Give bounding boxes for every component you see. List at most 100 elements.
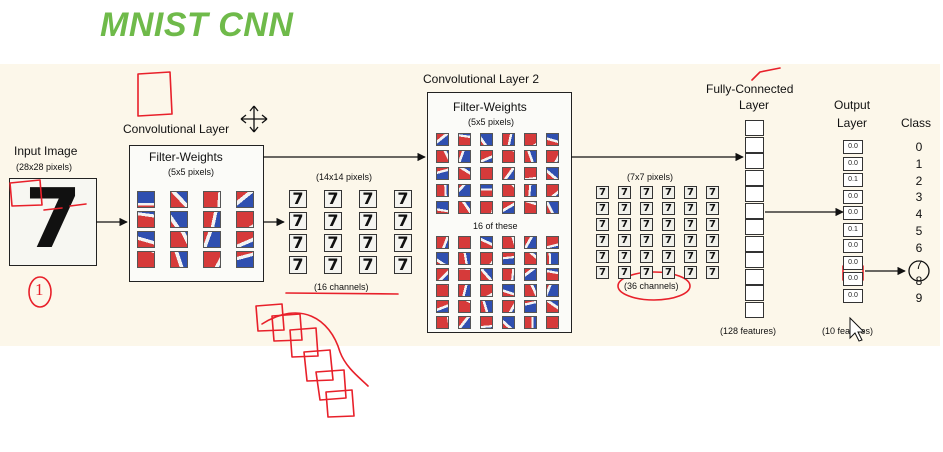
red-annotations [9,67,864,418]
fc-label-line1: Fully-Connected [706,82,794,96]
conv2-filter-tile [480,236,493,249]
conv1-filter-tile [170,231,188,248]
conv2-feature-map: 7 [662,234,675,247]
class-item: 4 [915,207,923,222]
conv2-filter-tile [436,167,449,180]
output-neuron: 0.0 [843,255,863,270]
conv2-filter-tile [524,150,537,163]
output-label-line2: Layer [837,116,868,130]
conv2-of-these: 16 of these [473,221,518,231]
conv2-feature-map: 7 [596,218,609,231]
conv1-feature-map: 7 [394,190,412,208]
class-item: 1 [915,156,923,171]
class-item: 7 [915,257,923,272]
conv1-filter-tile [137,191,155,208]
conv2-feature-map: 7 [706,202,719,215]
conv2-feature-map: 7 [618,202,631,215]
conv2-filter-tile [502,184,515,197]
conv1-filter-tile [170,191,188,208]
conv2-filter-tile [480,284,493,297]
conv2-filter-tile [546,252,559,265]
conv2-filter-tile [458,284,471,297]
conv2-feature-map: 7 [618,266,631,279]
conv2-feature-map: 7 [640,218,653,231]
conv2-filter-tile [436,252,449,265]
conv2-feature-map: 7 [596,202,609,215]
conv2-filter-tile [458,300,471,313]
fc-features: (128 features) [720,326,777,336]
class-item: 0 [915,140,923,154]
conv2-feature-map: 7 [662,202,675,215]
fc-neuron [745,252,764,268]
conv2-filter-tile [524,300,537,313]
conv2-feature-map: 7 [640,250,653,263]
fc-neuron [745,301,764,318]
conv1-filter-tile [203,251,221,268]
output-neuron: 0.1 [843,173,863,187]
annotation-stack-6 [325,389,355,418]
conv2-filter-tile [436,236,449,249]
conv2-filter-tile [436,201,449,214]
annotation-stack-5 [315,369,347,401]
conv2-filter-tile [546,133,559,146]
annotation-circle-36ch [617,271,691,301]
cursor-icons [240,105,866,342]
class-item: 6 [915,240,923,255]
conv2-filter-tile [480,167,493,180]
fc-neuron [745,202,764,219]
conv2-feature-map: 7 [706,250,719,263]
conv1-filter-tile [137,211,155,228]
conv2-filter-tile [502,167,515,180]
conv1-feature-map: 7 [324,212,342,230]
fc-neuron [745,268,764,285]
conv2-feature-map: 7 [684,234,697,247]
conv2-feature-map: 7 [706,266,719,279]
output-neuron: 0.0 [843,189,863,204]
conv2-feature-map: 7 [596,186,609,199]
output-neuron: 0.0 [843,206,863,220]
conv1-filter-tile [236,251,254,268]
conv2-filter-tile [502,268,515,281]
annotation-underline-16ch [285,292,399,295]
conv2-feature-map: 7 [596,250,609,263]
fc-neuron [745,219,764,235]
output-label-line1: Output [834,98,871,112]
conv1-feature-map: 7 [359,256,377,274]
conv1-feature-map: 7 [359,234,377,252]
annotation-dash-line [43,203,87,211]
conv2-filter-tile [546,167,559,180]
conv2-feature-map: 7 [684,202,697,215]
conv2-filter-tile [480,184,493,197]
conv2-feature-map: 7 [596,266,609,279]
conv2-filter-tile [524,236,537,249]
conv2-filter-title: Filter-Weights [453,100,527,114]
annotation-circle-one [28,276,52,308]
conv2-filter-tile [524,268,537,281]
conv2-filter-tile [502,236,515,249]
conv2-filter-tile [546,184,559,197]
conv2-filter-tile [546,316,559,329]
conv2-feature-map: 7 [684,250,697,263]
conv1-filter-tile [203,211,221,228]
conv2-filter-tile [502,133,515,146]
fc-neuron [745,120,764,136]
output-neuron: 0.0 [843,140,863,154]
input-label: Input Image [14,144,78,158]
conv2-filter-tile [458,236,471,249]
output-neuron: 0.0 [843,272,863,286]
conv1-filter-size: (5x5 pixels) [168,167,215,177]
conv1-filter-tile [170,251,188,268]
annotation-stack-2 [271,313,303,342]
conv1-channels: (16 channels) [314,282,369,292]
conv1-filter-box: Filter-Weights (5x5 pixels) [129,145,264,282]
fc-neuron [745,169,764,186]
conv2-filter-tile [436,133,449,146]
conv2-feature-map: 7 [618,186,631,199]
output-neuron: 0.0 [843,288,863,303]
conv1-label: Convolutional Layer [123,122,230,136]
conv1-filter-tile [137,231,155,248]
conv2-filter-tile [480,252,493,265]
conv2-filter-tile [480,201,493,214]
conv2-filter-tile [458,167,471,180]
